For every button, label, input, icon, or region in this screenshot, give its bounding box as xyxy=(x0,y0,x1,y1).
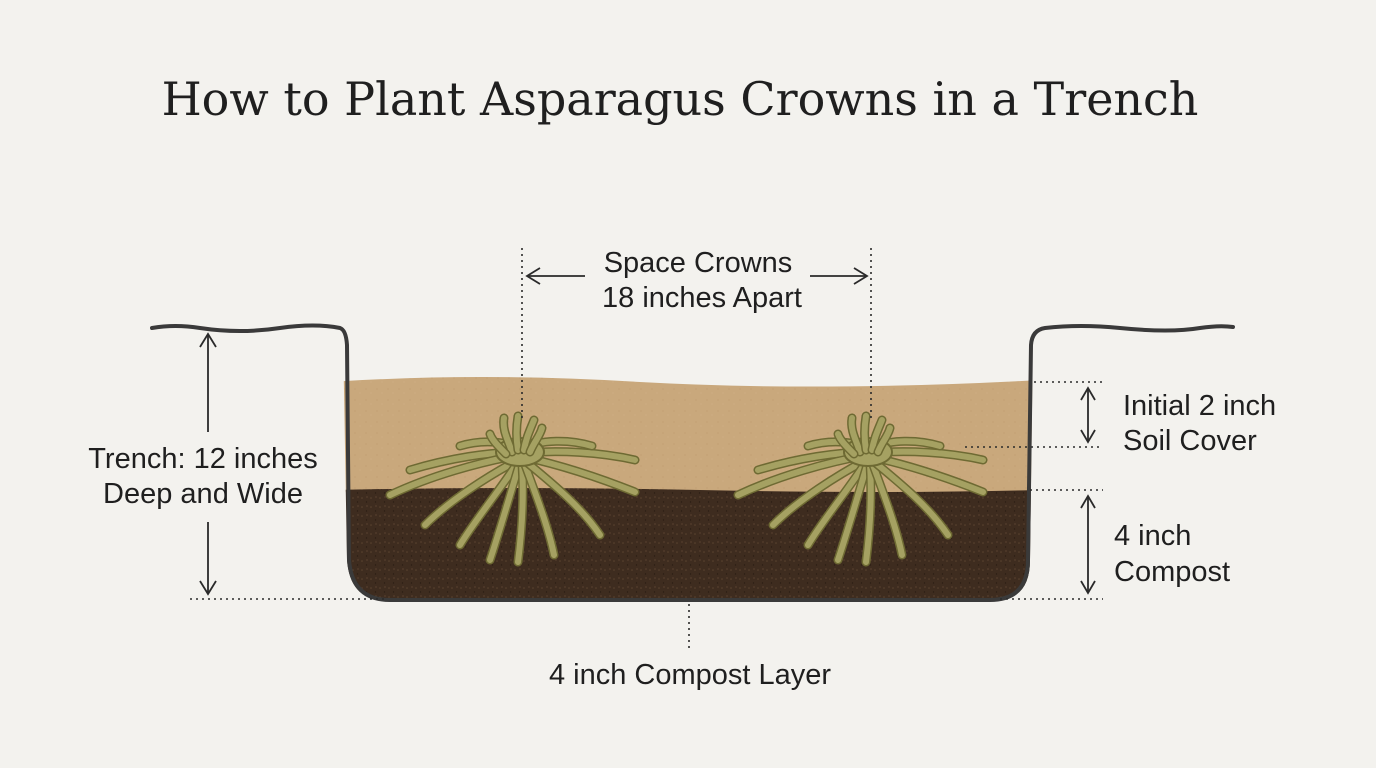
compost-arrowhead-top xyxy=(1080,494,1096,509)
crown-bud xyxy=(527,425,545,455)
crown-root xyxy=(515,460,526,565)
soil-cover-label-line2: Soil Cover xyxy=(1123,425,1257,457)
soil-cover-arrowhead-bottom xyxy=(1080,429,1096,444)
page-title: How to Plant Asparagus Crowns in a Trenc… xyxy=(162,72,1199,126)
crown-bud xyxy=(500,415,515,455)
crown-root xyxy=(457,459,521,548)
crown-root xyxy=(869,457,951,538)
crown-root xyxy=(487,459,523,563)
crown-bud xyxy=(861,413,869,453)
crown-bud xyxy=(487,431,509,457)
crown-bud xyxy=(875,425,893,455)
crown-root xyxy=(805,459,869,548)
trench-depth-arrowhead-top xyxy=(199,332,217,348)
trench-depth-arrowhead-bottom xyxy=(199,580,217,596)
crown-root xyxy=(863,460,874,565)
spacing-arrowhead-right xyxy=(853,267,869,285)
crown-bud xyxy=(513,413,521,453)
asparagus-crown-right xyxy=(733,411,988,567)
crown-bud xyxy=(869,417,885,453)
crown-root xyxy=(835,459,871,563)
crown-bud xyxy=(521,417,537,453)
asparagus-crown-left xyxy=(385,411,640,567)
crown-bud xyxy=(848,415,863,455)
soil-cover-label-line1: Initial 2 inch xyxy=(1123,390,1276,422)
trench-label-line1: Trench: 12 inches xyxy=(88,443,317,475)
crown-root xyxy=(521,457,603,538)
soil-cover-arrowhead-top xyxy=(1080,386,1096,401)
crown-bud xyxy=(835,431,857,457)
compost-label-line2: Compost xyxy=(1114,556,1230,588)
compost-arrowhead-bottom xyxy=(1080,580,1096,595)
crown-root xyxy=(521,459,557,558)
compost-layer xyxy=(343,488,1033,600)
compost-layer-label: 4 inch Compost Layer xyxy=(549,659,831,691)
trench-interior xyxy=(343,377,1033,600)
trench-label-line2: Deep and Wide xyxy=(103,478,303,510)
spacing-arrowhead-left xyxy=(525,267,541,285)
spacing-label-line2: 18 inches Apart xyxy=(602,282,802,314)
spacing-label-line1: Space Crowns xyxy=(604,247,793,279)
compost-label-line1: 4 inch xyxy=(1114,520,1191,552)
trench-outline xyxy=(150,323,1235,602)
crown-root xyxy=(869,459,905,558)
